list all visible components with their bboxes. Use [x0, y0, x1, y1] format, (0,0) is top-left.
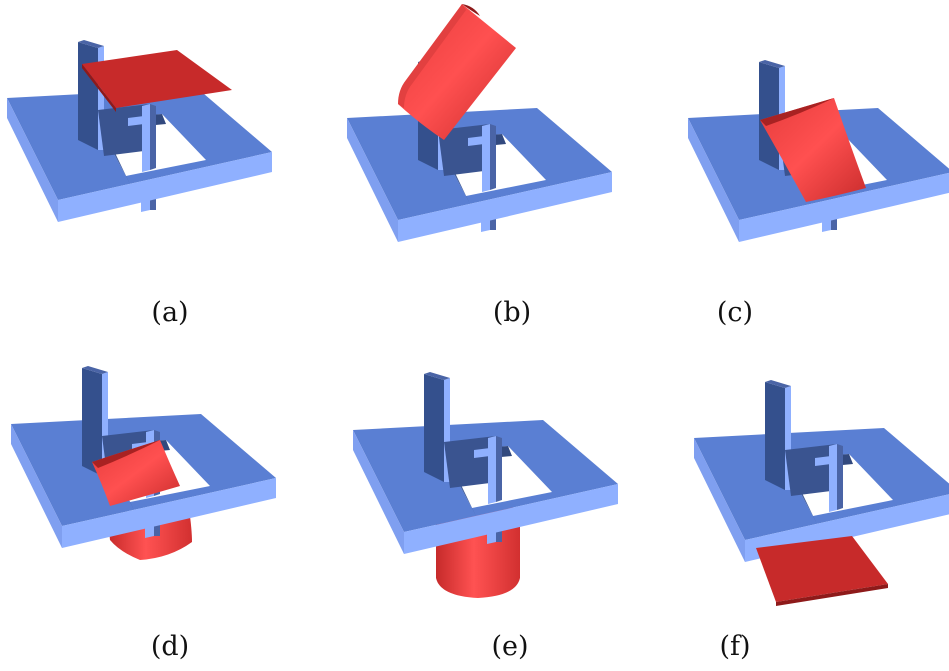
caption-c: (c)	[717, 297, 753, 328]
curved-shell	[398, 4, 516, 140]
flat-sheet	[756, 536, 888, 602]
panel-c: (c)	[688, 60, 949, 328]
panel-a: (a)	[7, 40, 272, 328]
panel-b: (b)	[347, 4, 612, 328]
panel-d: (d)	[11, 366, 276, 662]
caption-f: (f)	[719, 631, 750, 662]
frame-assembly	[694, 380, 949, 562]
caption-b: (b)	[493, 297, 531, 328]
flat-sheet	[82, 50, 232, 108]
panel-e: (e)	[353, 372, 618, 662]
caption-a: (a)	[151, 297, 188, 328]
caption-d: (d)	[151, 631, 189, 662]
curved-shell	[760, 98, 866, 202]
frame-assembly	[353, 372, 618, 554]
panel-f: (f)	[694, 380, 949, 662]
curved-shell	[92, 440, 180, 506]
caption-e: (e)	[491, 631, 528, 662]
